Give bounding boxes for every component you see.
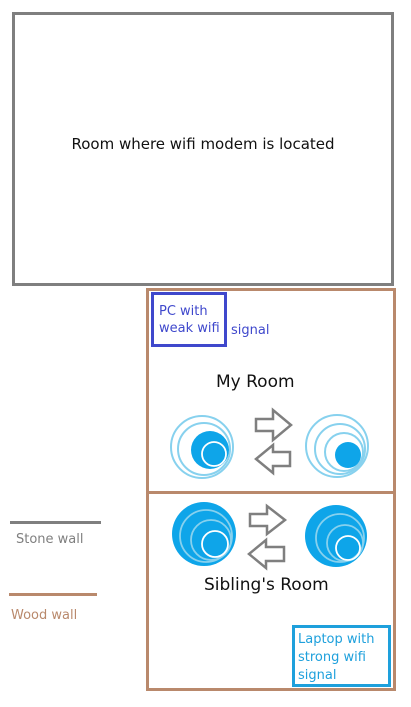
pc-note-line-3: signal	[231, 323, 270, 338]
legend-wood-wall-label: Wood wall	[11, 608, 78, 623]
arrow-right-icon	[248, 503, 288, 537]
sibling-room	[146, 491, 396, 691]
wifi-signal-icon	[172, 502, 236, 566]
laptop-note-line-1: Laptop with	[298, 632, 375, 647]
arrow-left-icon	[254, 442, 292, 476]
my-room-label: My Room	[216, 372, 295, 392]
arrow-left-icon	[247, 537, 286, 571]
wifi-signal-icon	[170, 415, 234, 479]
legend-stone-wall-label: Stone wall	[16, 532, 84, 547]
modem-room: Room where wifi modem is located	[12, 12, 394, 286]
pc-note-box: PC with weak wifi	[151, 292, 227, 347]
modem-room-label: Room where wifi modem is located	[71, 135, 335, 153]
wifi-signal-icon	[305, 505, 367, 567]
my-room	[146, 288, 396, 494]
sibling-room-label: Sibling's Room	[204, 575, 329, 595]
laptop-note-box: Laptop with strong wifi signal	[292, 625, 391, 687]
arrow-right-icon	[254, 407, 293, 443]
pc-note-line-2: weak wifi	[159, 321, 220, 336]
pc-note-line-1: PC with	[159, 304, 208, 319]
laptop-note-line-3: signal	[298, 668, 337, 683]
legend-stone-wall-line	[10, 521, 101, 524]
laptop-note-line-2: strong wifi	[298, 650, 366, 665]
legend-wood-wall-line	[9, 593, 97, 596]
wifi-signal-icon	[305, 414, 369, 478]
